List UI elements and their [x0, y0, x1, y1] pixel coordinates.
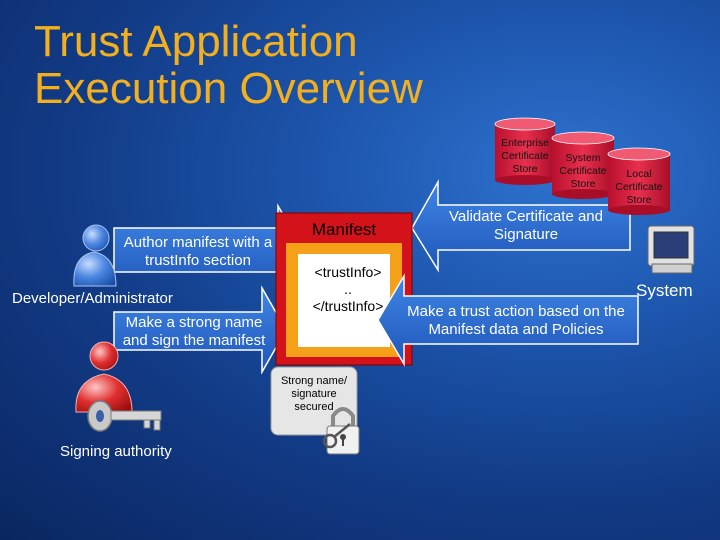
- enterprise-line-2: Certificate: [501, 150, 549, 162]
- trustinfo-close-tag: </trustInfo>: [312, 298, 384, 314]
- title-line-2: Execution Overview: [34, 64, 423, 113]
- slide-title: Trust Application Execution Overview: [34, 18, 423, 112]
- local-line-3: Store: [626, 194, 652, 206]
- arrow-validate: [411, 179, 631, 273]
- key-icon: [87, 400, 162, 432]
- lock-key-icon: [322, 407, 360, 455]
- local-line-1: Local: [626, 168, 652, 180]
- enterprise-store-cylinder: [494, 117, 556, 185]
- local-line-2: Certificate: [615, 181, 663, 193]
- system-store-line-2: Certificate: [559, 165, 607, 177]
- trust-action-line-2: Manifest data and Policies: [428, 321, 604, 338]
- local-store-cylinder: [607, 147, 671, 215]
- seal-line-3: secured: [294, 401, 334, 413]
- developer-person-icon: [73, 224, 117, 287]
- computer-icon: [647, 225, 695, 274]
- manifest-title: Manifest: [311, 220, 377, 239]
- system-store-cylinder: [551, 131, 615, 199]
- local-store-label: Local Certificate Store: [608, 168, 670, 207]
- developer-label: Developer/Administrator: [12, 290, 173, 307]
- system-store-label: System Certificate Store: [552, 152, 614, 191]
- arrow-trust-action: [377, 273, 639, 367]
- system-label: System: [636, 281, 693, 300]
- strong-name-line-2: and sign the manifest: [122, 332, 266, 349]
- arrow-strong-name: [113, 285, 287, 375]
- seal-line-1: Strong name/: [280, 375, 348, 387]
- seal-panel: [270, 366, 358, 436]
- strong-name-line-1: Make a strong name: [125, 314, 263, 331]
- signing-authority-label: Signing authority: [60, 443, 172, 460]
- trust-action-text: Make a trust action based on the Manifes…: [398, 303, 634, 339]
- author-line-1: Author manifest with a: [123, 234, 273, 251]
- enterprise-line-3: Store: [512, 163, 538, 175]
- manifest-inner-panel: [298, 254, 390, 347]
- trustinfo-open-tag: <trustInfo>: [314, 264, 382, 280]
- seal-text: Strong name/ signature secured: [271, 375, 357, 414]
- trustinfo-ellipsis: ..: [344, 281, 352, 297]
- title-line-1: Trust Application: [34, 17, 358, 66]
- strong-name-text: Make a strong name and sign the manifest: [112, 314, 276, 350]
- validate-text: Validate Certificate and Signature: [434, 208, 618, 244]
- seal-line-2: signature: [291, 388, 337, 400]
- validate-line-1: Validate Certificate and: [449, 208, 603, 225]
- manifest-trustinfo-block: <trustInfo> .. </trustInfo>: [298, 264, 398, 315]
- enterprise-line-1: Enterprise: [501, 137, 549, 149]
- enterprise-store-label: Enterprise Certificate Store: [495, 137, 555, 176]
- author-manifest-text: Author manifest with a trustInfo section: [112, 234, 284, 270]
- author-line-2: trustInfo section: [145, 252, 251, 269]
- validate-line-2: Signature: [493, 226, 559, 243]
- system-store-line-1: System: [565, 152, 601, 164]
- trust-action-line-1: Make a trust action based on the: [407, 303, 625, 320]
- system-store-line-3: Store: [570, 178, 596, 190]
- signer-person-icon: [75, 341, 133, 413]
